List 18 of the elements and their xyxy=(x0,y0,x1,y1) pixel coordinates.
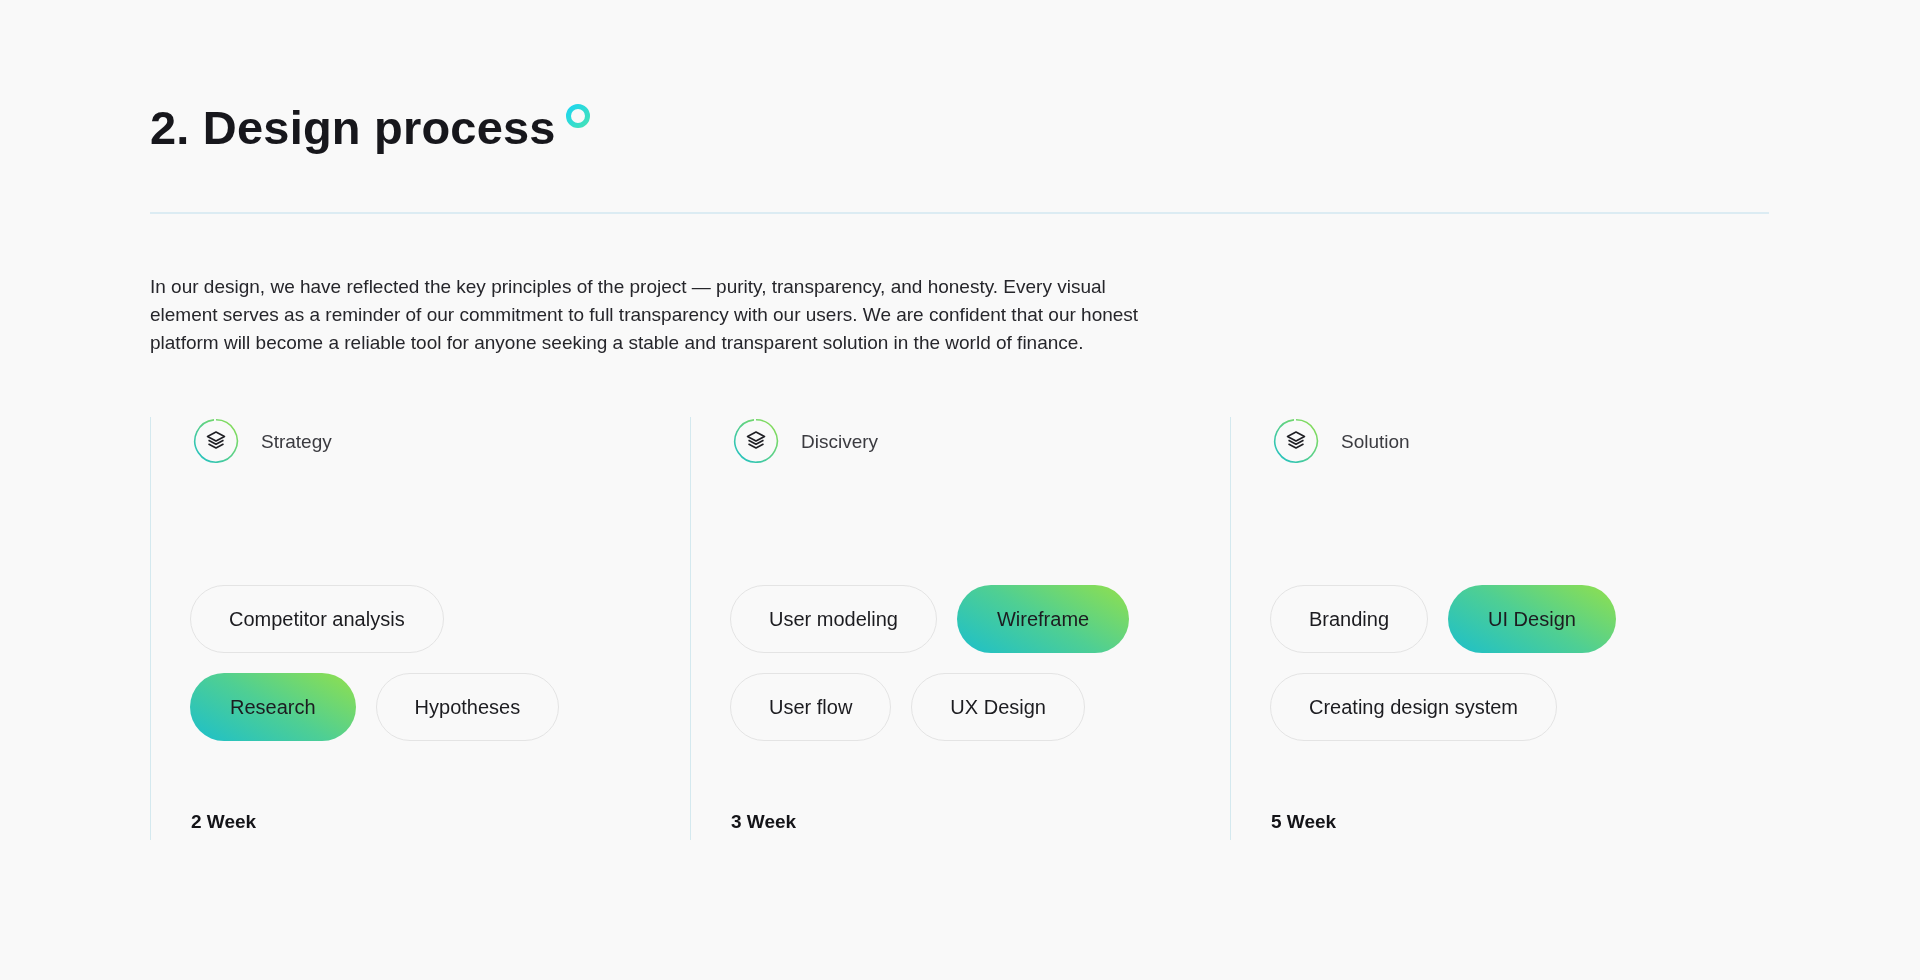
stage-heading: Discivery xyxy=(801,430,879,454)
tag-chip: User flow xyxy=(730,673,892,741)
description-paragraph: In our design, we have reflected the key principles of the project — purity, transparency, and honesty. Every visual element serves as a reminder of our commitment to full transparency with our users. We are confident that our honest platform will become a reliable tool for anyone seeking a stable and transparent solution in the world of finance. xyxy=(150,275,1140,355)
tag-chip: Hypotheses xyxy=(375,673,560,741)
tag-chip: User modeling xyxy=(730,585,937,653)
duration-label: 3 Week xyxy=(731,810,797,834)
duration-label: 2 Week xyxy=(191,810,257,834)
tag-chip: Creating design system xyxy=(1270,673,1557,741)
highlighted-tag-chip: UI Design xyxy=(1448,585,1616,653)
stage-heading: Solution xyxy=(1341,430,1410,454)
tag-chip: Branding xyxy=(1270,585,1429,653)
duration-label: 5 Week xyxy=(1271,810,1337,834)
highlighted-tag-chip: Research xyxy=(190,673,356,741)
tag-chip: Competitor analysis xyxy=(190,585,444,653)
tag-chip: UX Design xyxy=(911,673,1085,741)
highlighted-tag-chip: Wireframe xyxy=(956,585,1130,653)
stage-heading: Strategy xyxy=(261,430,332,454)
section-title: 2. Design process xyxy=(150,100,556,156)
